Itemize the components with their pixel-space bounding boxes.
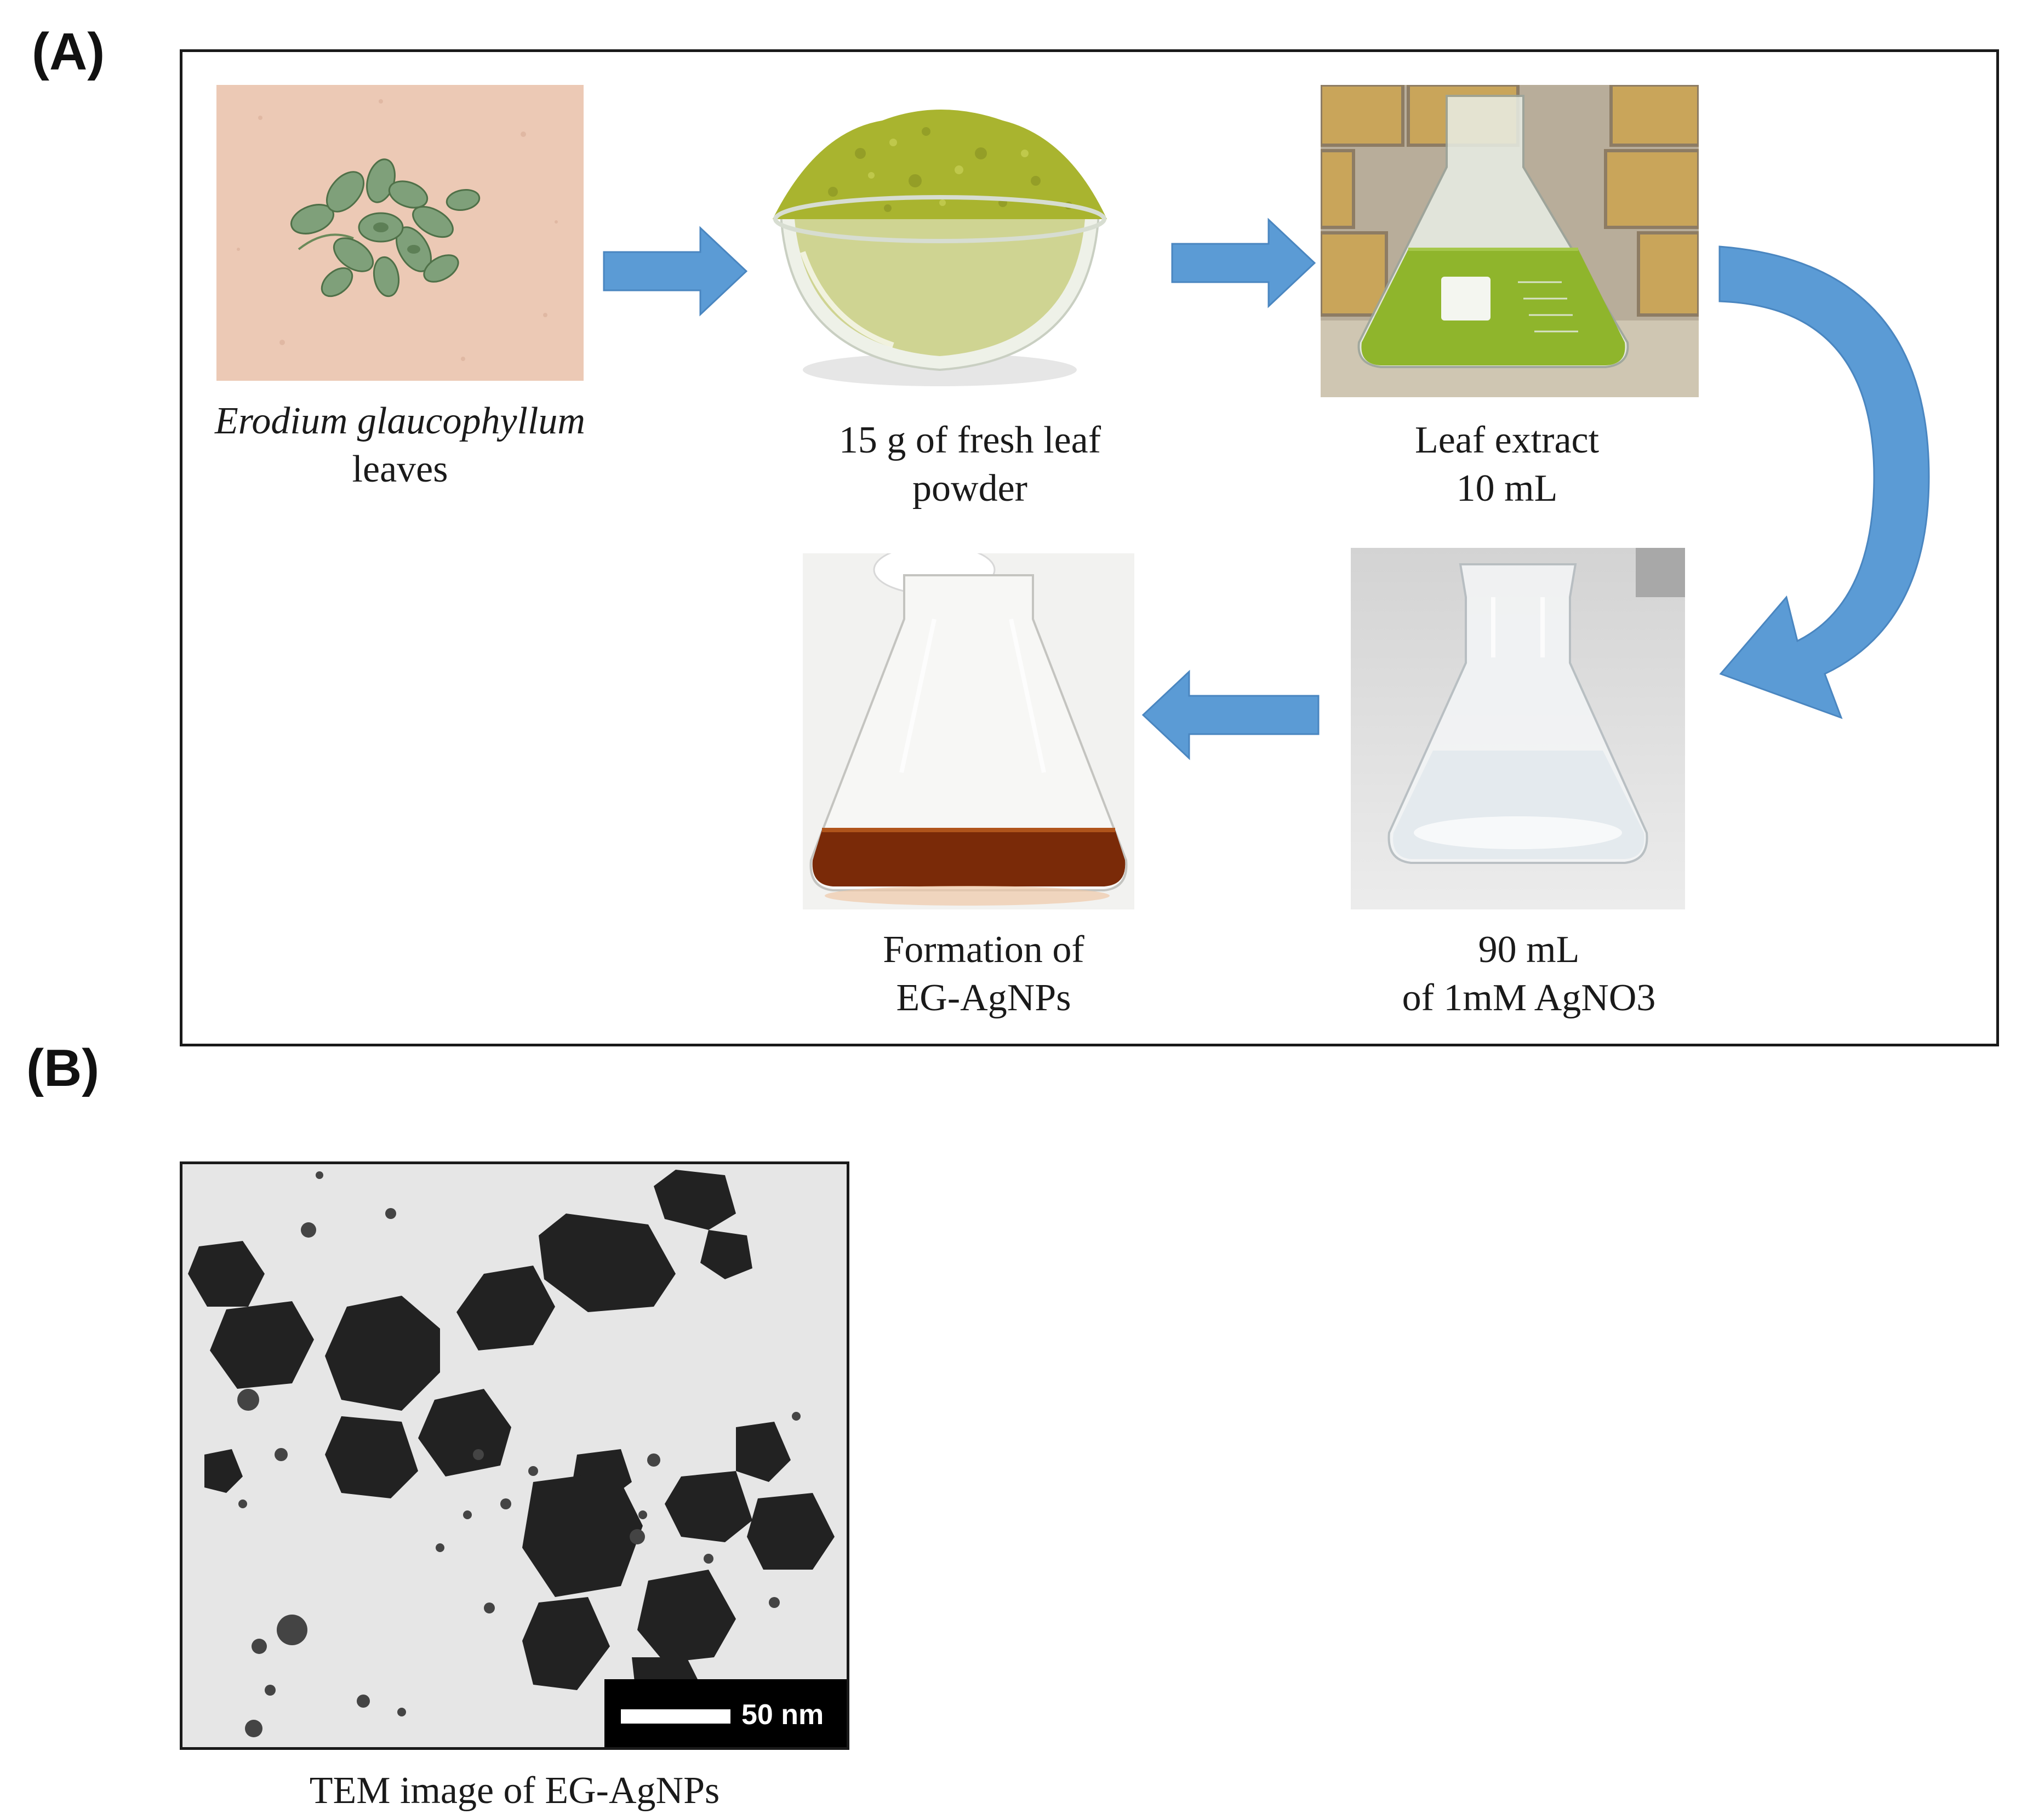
agno3-volume-label: 90 mL — [1478, 929, 1580, 971]
powder-amount-label: 15 g of fresh leaf — [838, 419, 1101, 461]
tem-caption: TEM image of EG-AgNPs — [309, 1770, 720, 1812]
agnps-flask-photo — [803, 553, 1134, 909]
formation-label: Formation of — [883, 929, 1084, 971]
extract-label: Leaf extract — [1414, 419, 1600, 461]
tem-image: 50 nm — [180, 1161, 849, 1750]
formation-caption: Formation of EG-AgNPs — [786, 926, 1181, 1022]
powder-label: powder — [912, 467, 1027, 510]
agno3-flask-photo — [1351, 548, 1685, 909]
scale-bar-label: 50 nm — [741, 1699, 824, 1731]
agno3-caption: 90 mL of 1mM AgNO3 — [1332, 926, 1726, 1022]
extract-caption: Leaf extract 10 mL — [1310, 416, 1704, 513]
powder-caption: 15 g of fresh leaf powder — [767, 416, 1173, 513]
extract-volume-label: 10 mL — [1456, 467, 1558, 510]
agnps-label: EG-AgNPs — [896, 977, 1071, 1019]
plant-part-label: leaves — [352, 448, 448, 490]
plant-species-name: Erodium glaucophyllum — [215, 400, 585, 442]
leaf-extract-photo — [1321, 85, 1699, 397]
arrow-left-icon — [1141, 669, 1320, 760]
agno3-concentration-label: of 1mM AgNO3 — [1402, 977, 1656, 1019]
arrow-right-icon — [1171, 218, 1316, 308]
curved-arrow-icon — [1718, 245, 1930, 719]
plant-caption: Erodium glaucophyllum leaves — [203, 397, 597, 494]
powder-bowl-photo — [751, 88, 1129, 394]
arrow-right-icon — [603, 226, 748, 317]
panel-label-b: (B) — [26, 1039, 100, 1097]
panel-label-a: (A) — [32, 22, 105, 81]
plant-photo — [216, 85, 584, 381]
